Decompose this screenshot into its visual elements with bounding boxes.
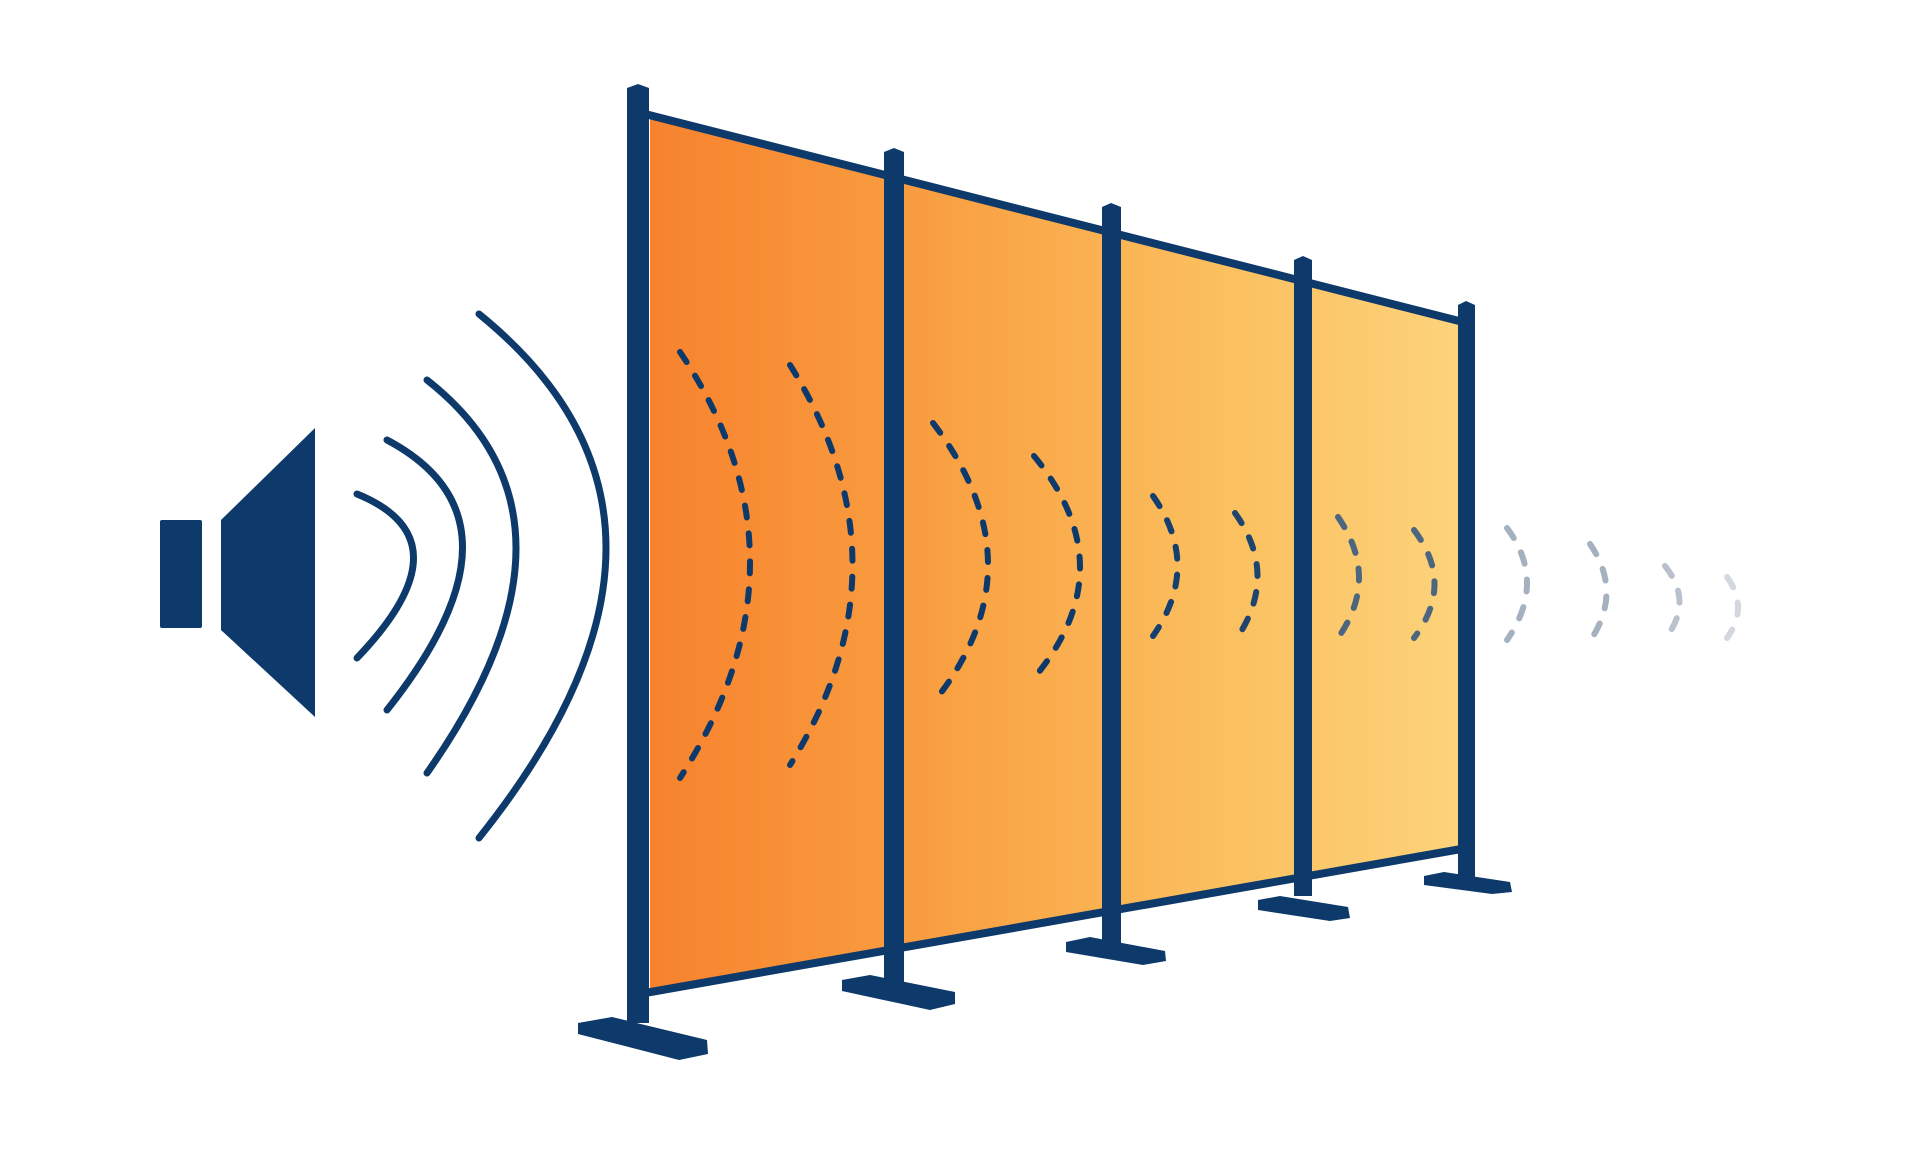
- panel-post-5: [1458, 305, 1475, 883]
- dashed-wave-arc: [1587, 541, 1610, 644]
- panel-foot-5: [1424, 872, 1512, 894]
- panel-post-2: [884, 152, 904, 982]
- speaker-icon: [160, 428, 315, 717]
- panel-post-4: [1294, 260, 1312, 896]
- sound-wave-arc-2: [383, 436, 466, 714]
- sound-wave-arc-4: [475, 310, 610, 842]
- panel-bottom-rail: [641, 844, 1471, 997]
- dashed-wave-arc: [677, 349, 753, 781]
- sound-wave-arc-1: [353, 490, 417, 662]
- acoustic-panel-screens: [578, 84, 1512, 1060]
- dashed-wave-arc: [1232, 510, 1261, 644]
- dashed-wave-arc: [1504, 525, 1530, 643]
- dashed-wave-arc: [1411, 527, 1438, 641]
- acoustic-panel-fill: [650, 118, 1467, 990]
- panel-foot-2: [842, 975, 955, 1010]
- panel-top-rail: [641, 110, 1471, 327]
- panel-foot-4: [1258, 896, 1350, 921]
- dashed-wave-arc: [930, 420, 991, 706]
- sound-wave-arcs: [353, 310, 610, 842]
- dashed-wave-arc: [787, 362, 856, 768]
- dashed-sound-waves: [677, 349, 1741, 781]
- panel-feet: [578, 872, 1512, 1060]
- dashed-wave-arc: [1335, 514, 1362, 641]
- dashed-wave-arc: [1662, 563, 1683, 642]
- panel-post-1: [627, 88, 649, 1023]
- panel-foot-1: [578, 1017, 708, 1060]
- sound-wave-arc-3: [423, 376, 520, 777]
- dashed-wave-arc: [1031, 453, 1083, 681]
- panel-post-3: [1102, 207, 1121, 947]
- dashed-wave-arc: [1724, 574, 1741, 641]
- panel-foot-3: [1066, 937, 1166, 965]
